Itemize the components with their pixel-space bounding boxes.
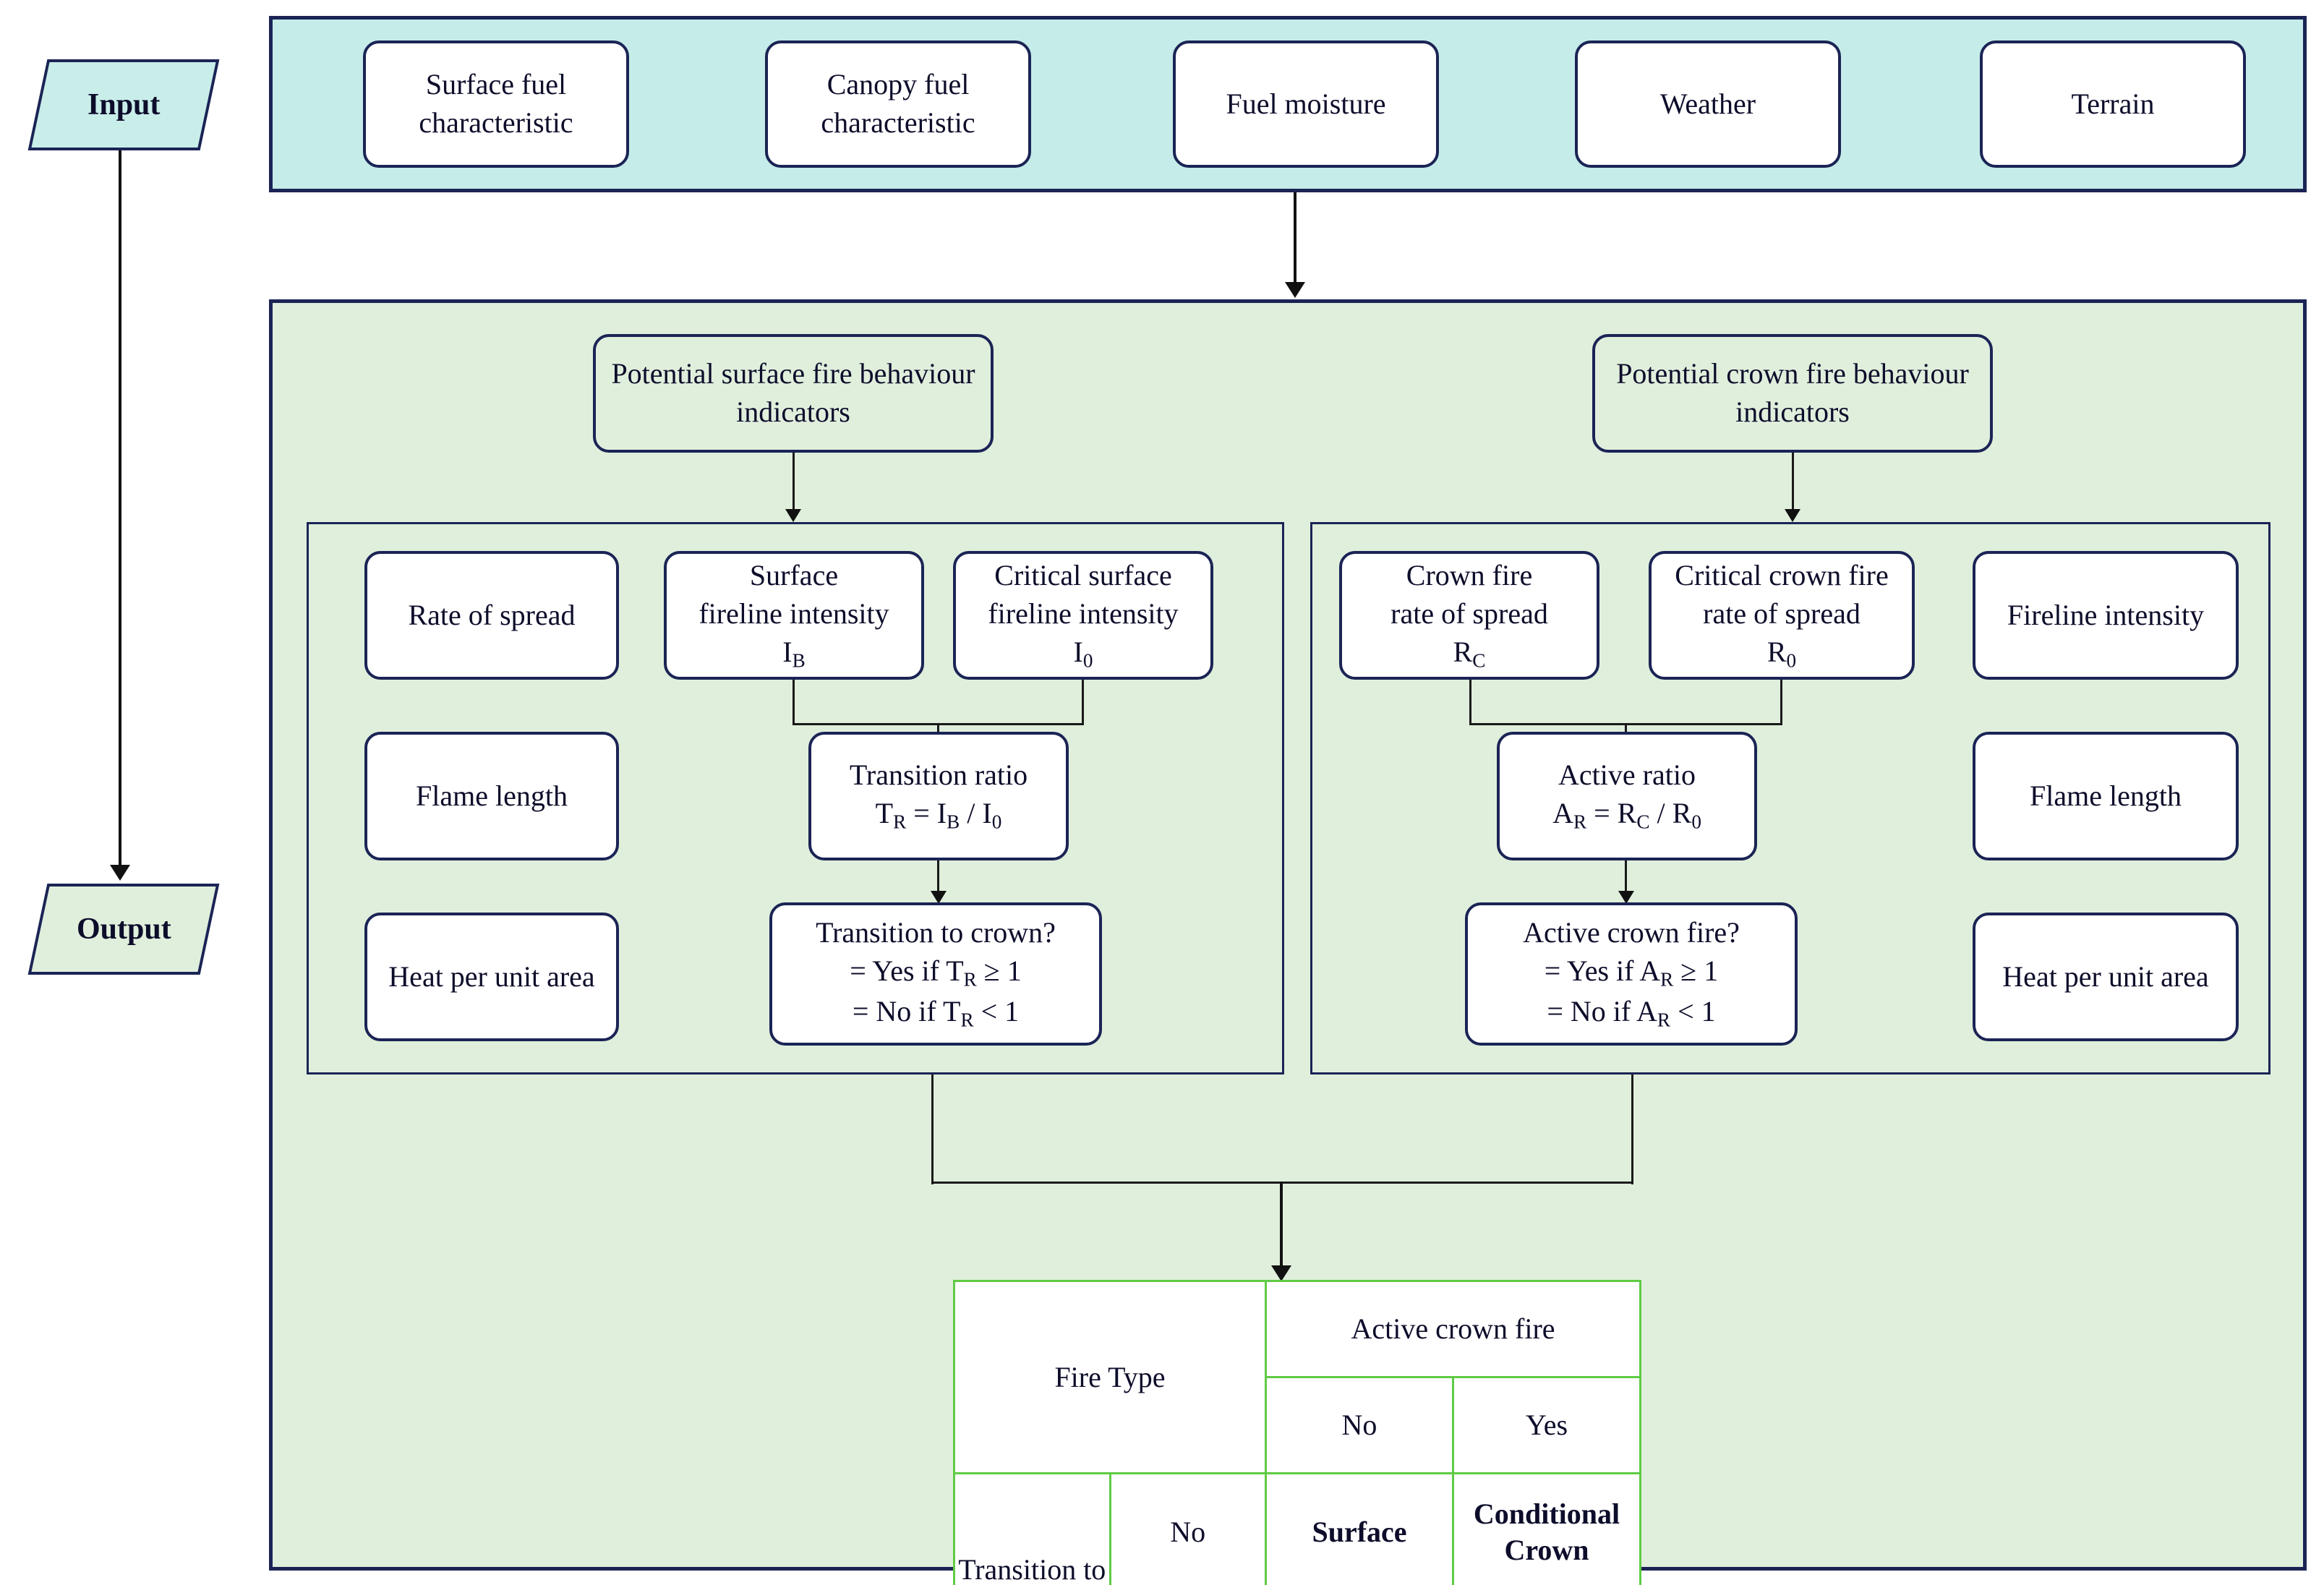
node-line-1: Transition ratio bbox=[849, 759, 1028, 792]
surface-heat-per-unit-area[interactable]: Heat per unit area bbox=[364, 913, 619, 1041]
connector-ratio-to-decision bbox=[937, 860, 939, 895]
crown-fire-rate-of-spread-rc[interactable]: Crown fire rate of spread RC bbox=[1339, 551, 1599, 680]
input-item-fuel-moisture[interactable]: Fuel moisture bbox=[1173, 40, 1439, 168]
firetype-row-header-no: No bbox=[1108, 1472, 1267, 1585]
output-parallelogram[interactable]: Output bbox=[27, 884, 220, 975]
node-line-1: Crown fire bbox=[1406, 558, 1533, 591]
firetype-row-group-label: Transition to crown fire? bbox=[953, 1472, 1111, 1585]
node-line-2: fireline intensity bbox=[699, 597, 889, 630]
node-line-1: Critical surface bbox=[994, 558, 1172, 591]
firetype-col-header-no: No bbox=[1265, 1376, 1454, 1474]
arrowhead-surface-header bbox=[785, 509, 801, 522]
connector-rc-down bbox=[1469, 680, 1471, 725]
input-item-label: Weather bbox=[1659, 87, 1756, 120]
node-line-3: = No if AR < 1 bbox=[1547, 995, 1716, 1031]
node-symbol: I0 bbox=[1073, 635, 1093, 672]
connector-i0-down bbox=[1082, 680, 1084, 725]
connector-crown-panel-down bbox=[1631, 1075, 1633, 1184]
transition-to-crown-decision[interactable]: Transition to crown? = Yes if TR ≥ 1 = N… bbox=[769, 902, 1102, 1046]
input-parallelogram[interactable]: Input bbox=[27, 59, 220, 150]
critical-surface-fireline-intensity-i0[interactable]: Critical surface fireline intensity I0 bbox=[953, 551, 1213, 680]
node-line-2: = Yes if TR ≥ 1 bbox=[850, 954, 1022, 991]
critical-crown-fire-rate-of-spread-r0[interactable]: Critical crown fire rate of spread R0 bbox=[1649, 551, 1915, 680]
crown-indicators-header-label: Potential crown fire behaviour indicator… bbox=[1616, 357, 1969, 428]
node-line-1: Active ratio bbox=[1558, 759, 1696, 792]
node-label: Flame length bbox=[2030, 779, 2182, 812]
connector-surface-panel-down bbox=[931, 1075, 934, 1184]
connector-crown-header-to-panel bbox=[1792, 453, 1794, 513]
node-label: Fireline intensity bbox=[2007, 598, 2205, 631]
input-item-label: Fuel moisture bbox=[1226, 87, 1386, 120]
node-line-2: = Yes if AR ≥ 1 bbox=[1544, 954, 1719, 991]
node-line-3: = No if TR < 1 bbox=[852, 995, 1020, 1031]
input-item-surface-fuel[interactable]: Surface fuel characteristic bbox=[363, 40, 629, 168]
table-row: Transition to crown fire? No Surface Con… bbox=[953, 1472, 1641, 1585]
active-ratio[interactable]: Active ratio AR = RC / R0 bbox=[1497, 732, 1757, 860]
fire-type-table: Fire Type Active crown fire No Yes Trans… bbox=[953, 1280, 1641, 1585]
crown-indicators-header[interactable]: Potential crown fire behaviour indicator… bbox=[1592, 334, 1993, 453]
crown-flame-length[interactable]: Flame length bbox=[1973, 732, 2239, 860]
input-item-label: Terrain bbox=[2071, 87, 2155, 120]
node-label: Rate of spread bbox=[408, 598, 576, 631]
arrowhead-firetype-table bbox=[1271, 1265, 1291, 1281]
firetype-cell-surface: Surface bbox=[1265, 1472, 1454, 1585]
active-crown-fire-decision[interactable]: Active crown fire? = Yes if AR ≥ 1 = No … bbox=[1465, 902, 1798, 1046]
connector-r0-down bbox=[1780, 680, 1782, 725]
firetype-corner-label: Fire Type bbox=[953, 1280, 1267, 1474]
firetype-column-group-header: Active crown fire bbox=[1265, 1280, 1641, 1378]
connector-active-ratio-to-decision bbox=[1625, 860, 1627, 895]
node-line-2: rate of spread bbox=[1390, 597, 1548, 630]
firetype-col-header-yes: Yes bbox=[1452, 1376, 1641, 1474]
connector-input-to-output bbox=[119, 150, 121, 876]
crown-heat-per-unit-area[interactable]: Heat per unit area bbox=[1973, 913, 2239, 1041]
surface-indicators-header[interactable]: Potential surface fire behaviour indicat… bbox=[593, 334, 994, 453]
node-line-2: rate of spread bbox=[1703, 597, 1861, 630]
node-label: Flame length bbox=[416, 779, 568, 812]
connector-ib-down bbox=[793, 680, 795, 725]
connector-band-to-model bbox=[1294, 192, 1296, 286]
input-label: Input bbox=[87, 88, 161, 121]
crown-subpanel bbox=[1310, 522, 2270, 1075]
surface-subpanel bbox=[307, 522, 1284, 1075]
arrowhead-transition-decision bbox=[931, 891, 947, 904]
transition-ratio[interactable]: Transition ratio TR = IB / I0 bbox=[808, 732, 1069, 860]
surface-rate-of-spread[interactable]: Rate of spread bbox=[364, 551, 619, 680]
node-label: Heat per unit area bbox=[2002, 960, 2209, 993]
arrowhead-active-decision bbox=[1618, 891, 1634, 904]
table-row-column-headers: No Yes bbox=[954, 1376, 1641, 1474]
input-item-label: Surface fuel characteristic bbox=[419, 68, 573, 139]
node-line-1: Active crown fire? bbox=[1523, 916, 1740, 949]
node-formula: TR = IB / I0 bbox=[875, 797, 1002, 833]
table-row-group-header: Fire Type Active crown fire bbox=[953, 1280, 1641, 1474]
input-item-weather[interactable]: Weather bbox=[1575, 40, 1841, 168]
firetype-cell-conditional-crown: Conditional Crown bbox=[1452, 1472, 1641, 1585]
input-item-terrain[interactable]: Terrain bbox=[1980, 40, 2246, 168]
node-line-1: Transition to crown? bbox=[816, 916, 1056, 949]
node-line-1: Surface bbox=[749, 558, 839, 591]
node-symbol: RC bbox=[1453, 635, 1486, 672]
connector-to-firetype-table bbox=[1280, 1182, 1283, 1270]
surface-flame-length[interactable]: Flame length bbox=[364, 732, 619, 860]
input-item-label: Canopy fuel characteristic bbox=[821, 68, 975, 139]
arrowhead-crown-header bbox=[1785, 509, 1800, 522]
connector-surface-header-to-panel bbox=[793, 453, 795, 513]
node-formula: AR = RC / R0 bbox=[1552, 797, 1701, 833]
arrowhead-output bbox=[110, 865, 130, 881]
input-item-canopy-fuel[interactable]: Canopy fuel characteristic bbox=[765, 40, 1031, 168]
surface-indicators-header-label: Potential surface fire behaviour indicat… bbox=[611, 357, 975, 428]
surface-fireline-intensity-ib[interactable]: Surface fireline intensity IB bbox=[664, 551, 924, 680]
node-line-2: fireline intensity bbox=[988, 597, 1179, 630]
arrowhead-band-to-model bbox=[1285, 282, 1305, 298]
crown-fireline-intensity[interactable]: Fireline intensity bbox=[1973, 551, 2239, 680]
output-label: Output bbox=[76, 913, 171, 946]
node-symbol: IB bbox=[782, 635, 806, 672]
node-symbol: R0 bbox=[1767, 635, 1797, 672]
node-label: Heat per unit area bbox=[388, 960, 595, 993]
node-line-1: Critical crown fire bbox=[1675, 558, 1889, 591]
